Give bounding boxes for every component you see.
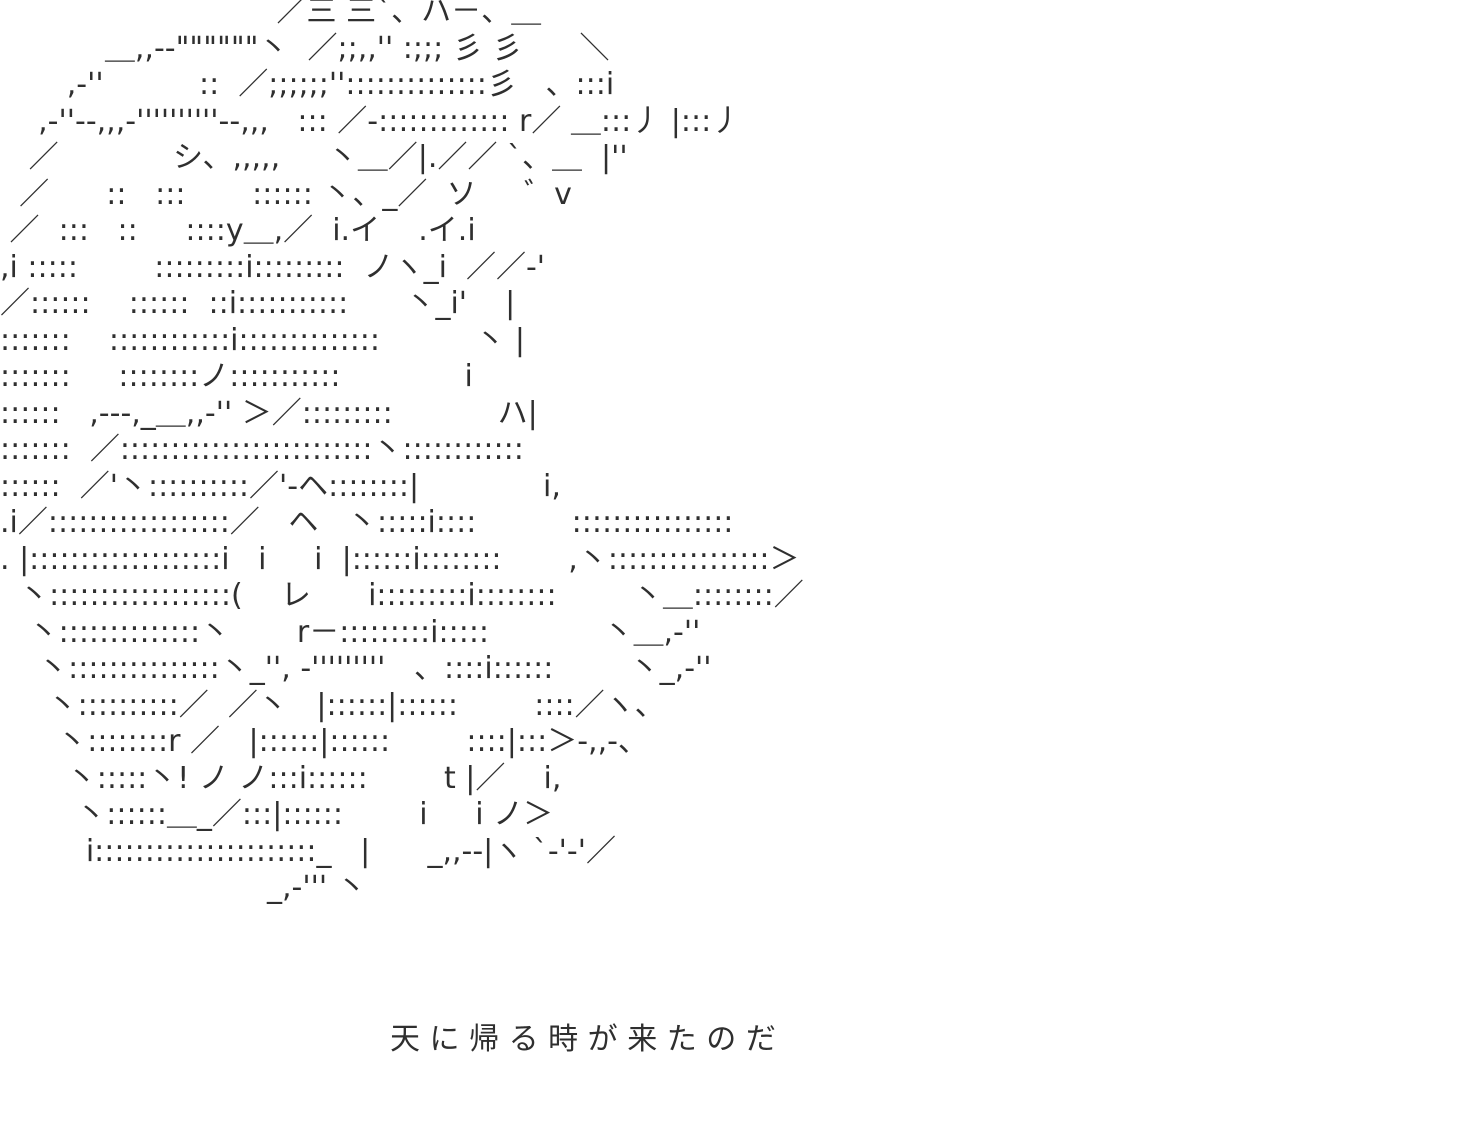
ascii-art-caption: 天 に 帰 る 時 が 来 た の だ [0, 1022, 776, 1057]
ascii-art-body: ／三 三`、ハ－、＿ ＿,,-‐""""""丶 ／;;,,'' :;;; 彡 彡… [0, 0, 804, 905]
